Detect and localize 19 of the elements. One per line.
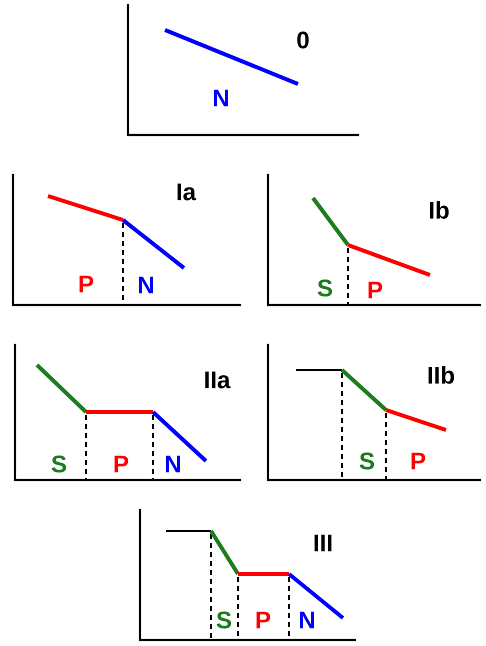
region-letter: S	[216, 612, 232, 628]
region-letter: P	[412, 452, 426, 470]
panel-title: IIb	[428, 366, 454, 384]
panel-title: IIa	[205, 372, 230, 388]
panel-title: Ia	[178, 184, 196, 200]
region-letter: N	[166, 456, 180, 472]
region-letter: P	[80, 276, 94, 292]
region-letter: P	[368, 282, 382, 298]
panel-title: Ib	[430, 201, 449, 219]
panel-title: 0	[297, 32, 309, 48]
region-letter: S	[360, 452, 374, 470]
region-letter: N	[300, 612, 314, 628]
region-letter: N	[138, 276, 154, 294]
region-letter: N	[214, 90, 228, 106]
region-letter: P	[114, 456, 128, 472]
region-letter: P	[256, 612, 270, 628]
region-letter: S	[52, 456, 66, 472]
panel-title: III	[314, 534, 332, 552]
region-letter: S	[318, 280, 332, 296]
